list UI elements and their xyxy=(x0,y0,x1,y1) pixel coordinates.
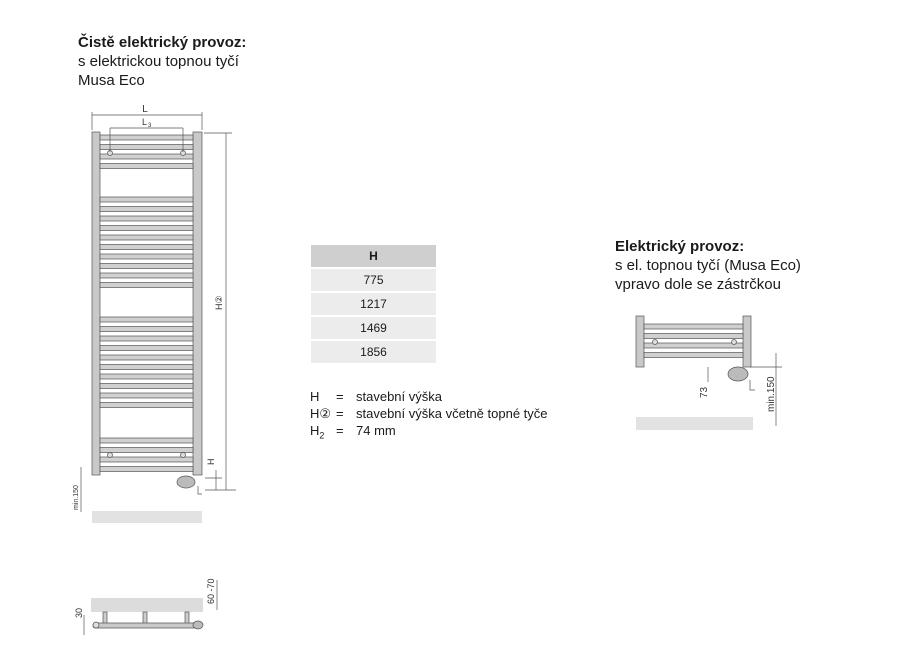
towel-bar xyxy=(99,253,194,260)
key: H xyxy=(310,389,320,404)
label-L: L xyxy=(142,104,148,115)
mount-point xyxy=(107,452,113,458)
towel-bar xyxy=(99,354,194,361)
towel-bar xyxy=(643,323,744,330)
table-row: 1217 xyxy=(311,293,436,315)
subtitle-line1: s el. topnou tyčí (Musa Eco) xyxy=(615,257,801,274)
cable-icon xyxy=(197,486,202,495)
label-73: 73 xyxy=(699,386,710,398)
subtitle-line1: s elektrickou topnou tyčí xyxy=(78,53,239,70)
right-rail xyxy=(192,131,203,476)
table-row: 1469 xyxy=(311,317,436,339)
plug-detail-view xyxy=(635,315,782,430)
towel-bar xyxy=(99,225,194,231)
towel-bar xyxy=(99,437,194,444)
towel-bar xyxy=(99,153,194,160)
towel-bar xyxy=(99,206,194,212)
table-row: 775 xyxy=(311,269,436,291)
towel-bar xyxy=(99,163,194,169)
towel-bar xyxy=(99,196,194,203)
key-sub: 2 xyxy=(319,430,325,441)
towel-bar xyxy=(99,263,194,269)
towel-bar xyxy=(99,272,194,279)
plug-icon xyxy=(727,366,749,382)
towel-bar xyxy=(99,373,194,380)
mount-point xyxy=(180,452,186,458)
towel-bar xyxy=(99,244,194,250)
towel-bar xyxy=(99,335,194,342)
key: H2 xyxy=(310,422,336,445)
towel-bar xyxy=(643,342,744,349)
label-min150: min.150 xyxy=(73,485,80,510)
legend-row: H2=74 mm xyxy=(310,422,548,445)
wall xyxy=(91,598,203,612)
towel-bar xyxy=(643,333,744,339)
text: stavební výška včetně topné tyče xyxy=(356,406,548,421)
key-main: H xyxy=(310,423,320,438)
electric-operation-title: Čistě elektrický provoz: s elektrickou t… xyxy=(78,33,246,90)
label-H: H② xyxy=(214,295,224,310)
label-H2: H xyxy=(206,459,216,466)
label-thickness: 30 xyxy=(74,608,84,618)
label-L3: L xyxy=(142,117,147,127)
towel-bar xyxy=(99,456,194,463)
height-table: H 775 1217 1469 1856 xyxy=(311,243,436,365)
towel-bar xyxy=(643,352,744,358)
table-row: 1856 xyxy=(311,341,436,363)
heading: Elektrický provoz: xyxy=(615,238,745,255)
electric-plug-title: Elektrický provoz: s el. topnou tyčí (Mu… xyxy=(615,237,801,294)
towel-bar xyxy=(99,364,194,370)
cell: 1856 xyxy=(311,341,436,363)
legend-row: H② = stavební výška včetně topné tyče xyxy=(310,405,548,422)
towel-bar xyxy=(99,282,194,288)
radiator-front-view xyxy=(80,112,236,523)
towel-bar xyxy=(99,383,194,389)
eq: = xyxy=(336,423,344,438)
legend-row: H = stavební výška xyxy=(310,388,548,405)
towel-bar xyxy=(99,134,194,141)
label-L3-sub: 3 xyxy=(148,123,152,129)
cell: 1469 xyxy=(311,317,436,339)
towel-bar xyxy=(99,447,194,453)
towel-bar xyxy=(99,402,194,408)
subtitle-line2: vpravo dole se zástrčkou xyxy=(615,276,781,293)
radiator-top-view xyxy=(83,580,218,635)
legend: H = stavební výška H② = stavební výška včetn… xyxy=(310,388,548,445)
text: 74 mm xyxy=(356,423,396,438)
cell: 1217 xyxy=(311,293,436,315)
floor xyxy=(92,511,202,523)
heading: Čistě elektrický provoz: xyxy=(78,34,247,51)
eq: = xyxy=(336,389,344,404)
towel-bar xyxy=(99,392,194,399)
heating-element-icon xyxy=(176,475,196,489)
key: H② xyxy=(310,406,332,421)
towel-bar xyxy=(99,466,194,472)
label-min150: min.150 xyxy=(766,376,777,412)
cell: 775 xyxy=(311,269,436,291)
eq: = xyxy=(336,406,344,421)
towel-bar xyxy=(99,326,194,332)
towel-bar xyxy=(99,345,194,351)
subtitle-line2: Musa Eco xyxy=(78,72,145,89)
towel-bar xyxy=(99,316,194,323)
left-rail xyxy=(91,131,101,476)
label-depth: 60 -70 xyxy=(206,578,216,604)
table-header: H xyxy=(311,245,436,267)
towel-bar xyxy=(99,234,194,241)
towel-bar xyxy=(99,215,194,222)
towel-bar xyxy=(99,144,194,150)
text: stavební výška xyxy=(356,389,442,404)
